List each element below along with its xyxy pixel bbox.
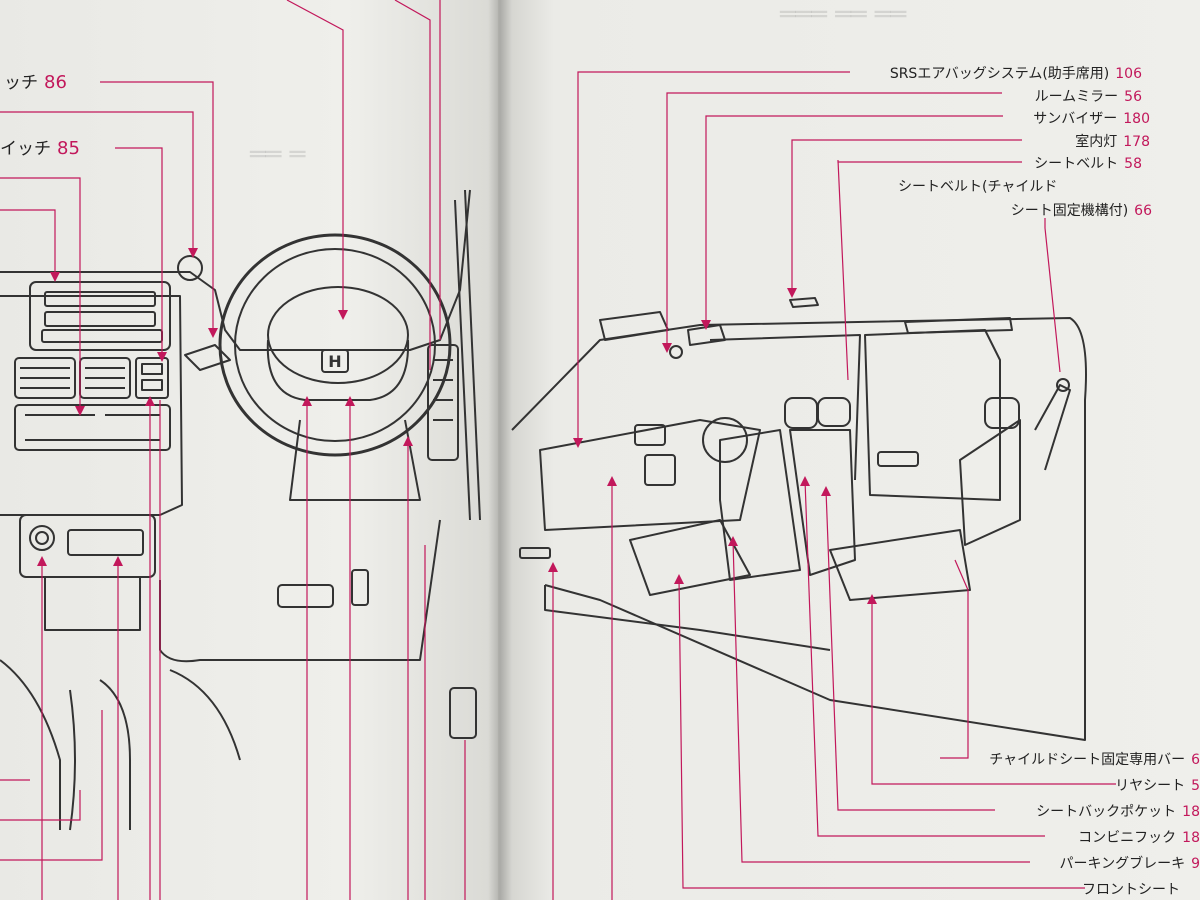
label-sun-visor: サンバイザー 180 [1033, 108, 1150, 128]
label-text: シート固定機構付) [1010, 203, 1129, 219]
cabin-outline [511, 317, 1087, 741]
right-page [498, 0, 1200, 900]
rear-window [864, 329, 1001, 501]
leader-arrowheads [37, 248, 877, 604]
page-number: 66 [1134, 203, 1152, 219]
label-child-seat-belt-1: シートベルト(チャイルド [898, 176, 1057, 196]
front-door-frame [709, 334, 861, 481]
page-number: 178 [1123, 134, 1150, 150]
brake-pedal [277, 584, 334, 608]
lower-console [19, 514, 156, 578]
label-text: フロントシート [1082, 882, 1180, 898]
label-child-seat-belt-2: シート固定機構付) 66 [1011, 200, 1152, 220]
passenger-seat-back [789, 429, 856, 576]
page-number: 6 [1191, 752, 1200, 768]
socket [29, 525, 55, 551]
page-number: 56 [1124, 89, 1142, 105]
cabin-drawing [511, 297, 1087, 741]
label-text: ッチ [4, 73, 38, 93]
page-number: 85 [57, 138, 80, 159]
label-text: シートバックポケット [1036, 804, 1177, 820]
floor-outline [159, 519, 441, 663]
front-seat-cushion [629, 519, 751, 596]
label-text: シートベルト [1034, 156, 1119, 172]
audio-unit [29, 281, 171, 351]
headrest [784, 397, 818, 429]
steering-hub [267, 286, 409, 384]
room-lamp [789, 297, 819, 308]
page-number: 86 [44, 72, 67, 93]
seat-belt-buckle [449, 687, 477, 739]
label-text: パーキングブレーキ [1059, 856, 1186, 872]
book-gutter [488, 0, 512, 900]
door-handle [877, 451, 919, 467]
console-tray [67, 529, 144, 556]
label-srs-airbag: SRSエアバッグシステム(助手席用) 106 [890, 63, 1142, 83]
accelerator-pedal [351, 569, 369, 606]
label-text: 室内灯 [1075, 134, 1118, 150]
steering-wheel [218, 233, 452, 457]
hazard-switch-panel [135, 357, 169, 399]
label-text: イッチ [0, 139, 51, 159]
label-text: リヤシート [1115, 778, 1186, 794]
page-number: 18 [1182, 804, 1200, 820]
front-seat-back [719, 429, 801, 581]
page-number: 18 [1182, 830, 1200, 846]
label-text: コンビニフック [1078, 830, 1177, 846]
label-seat-belt: シートベルト 58 [1034, 153, 1142, 173]
honda-emblem [321, 349, 349, 373]
wiper-stalk [184, 344, 231, 371]
label-text: サンバイザー [1033, 111, 1118, 127]
sun-visor [599, 311, 669, 341]
switch-panel [427, 344, 459, 461]
label-text: シートベルト(チャイルド [898, 179, 1058, 195]
label-seatback-pocket: シートバックポケット 18 [1036, 801, 1200, 821]
bleed-through-text: ══ ═ [250, 140, 306, 170]
dashboard-drawing: H [0, 189, 481, 831]
steering-wheel-side [702, 417, 748, 463]
leader-lines [0, 0, 1116, 900]
label-text: ルームミラー [1034, 89, 1119, 105]
label-room-lamp: 室内灯 178 [1075, 131, 1150, 151]
page-number: 106 [1115, 66, 1142, 82]
instrument-panel [539, 419, 761, 531]
label-room-mirror: ルームミラー 56 [1035, 86, 1142, 106]
label-text: チャイルドシート固定専用バー [989, 752, 1186, 768]
label-child-seat-bar: チャイルドシート固定専用バー 6 [989, 749, 1200, 769]
page-number: 5 [1191, 778, 1200, 794]
bleed-through-text: ═══ ══ ══ [780, 0, 907, 30]
dashboard-outline [0, 189, 471, 351]
page-number: 180 [1123, 111, 1150, 127]
label-parking-brake: パーキングブレーキ 9 [1059, 853, 1200, 873]
left-vent [14, 357, 76, 399]
page-number: 9 [1191, 856, 1200, 872]
seat-belt [1034, 384, 1071, 471]
svg-text:H: H [328, 352, 341, 371]
label-rear-seat: リヤシート 5 [1115, 775, 1200, 795]
label-switch-86: ッチ 86 [4, 68, 67, 93]
mirror-switch [177, 255, 203, 281]
label-convenience-hook: コンビニフック 18 [1078, 827, 1200, 847]
room-mirror [669, 345, 683, 359]
label-text: SRSエアバッグシステム(助手席用) [889, 66, 1110, 82]
page-number: 58 [1124, 156, 1142, 172]
climate-panel [14, 404, 171, 451]
label-switch-85: イッチ 85 [0, 134, 80, 159]
label-front-seat: フロントシート [1082, 879, 1186, 899]
rear-seat [829, 529, 971, 601]
